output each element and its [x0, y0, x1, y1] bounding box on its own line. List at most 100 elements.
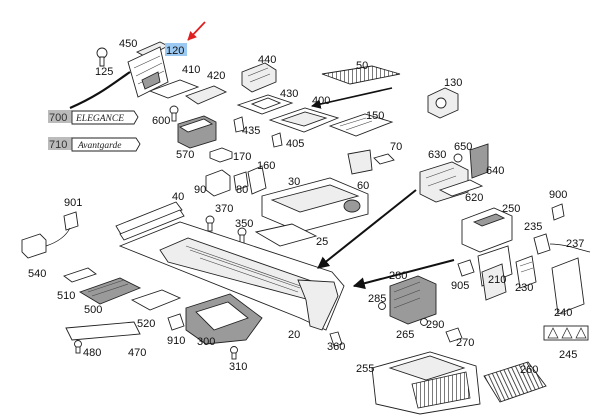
part-520-mat	[130, 289, 182, 311]
part-label-620: 620	[465, 192, 483, 204]
part-40-rail	[115, 201, 185, 241]
part-901-connector	[63, 211, 79, 231]
part-420-panel	[185, 85, 228, 105]
part-label-640: 640	[486, 165, 504, 177]
part-290-screw	[420, 318, 428, 326]
wire-lead	[69, 71, 131, 110]
part-80-unit	[233, 171, 249, 191]
part-label-90: 90	[194, 184, 206, 196]
part-label-520: 520	[137, 318, 155, 330]
part-label-80: 80	[236, 184, 248, 196]
part-650-plug	[453, 153, 463, 163]
part-label-400: 400	[312, 95, 330, 107]
part-900-connector	[551, 203, 565, 221]
part-260-grill	[483, 361, 547, 403]
part-label-370: 370	[215, 203, 233, 215]
part-400-tray-frame	[268, 107, 340, 133]
part-250-vent-unit	[461, 207, 513, 253]
part-360-clip	[329, 331, 343, 347]
part-label-350: 350	[235, 218, 253, 230]
badge-700-code: 700	[49, 112, 67, 124]
part-125-screw	[96, 47, 108, 67]
part-label-125: 125	[95, 66, 113, 78]
part-label-237: 237	[566, 238, 584, 250]
part-235-switch	[533, 233, 591, 255]
part-label-630: 630	[428, 149, 446, 161]
part-label-470: 470	[128, 347, 146, 359]
badge-710-code: 710	[49, 139, 67, 151]
part-30-center-tray	[261, 177, 369, 233]
assembly-arrow-lower	[352, 259, 455, 290]
part-630-module	[419, 161, 469, 203]
part-label-280: 280	[389, 270, 407, 282]
part-label-440: 440	[258, 54, 276, 66]
part-label-30: 30	[288, 176, 300, 188]
part-570-holder	[177, 115, 217, 149]
part-170-cover	[209, 147, 233, 163]
part-label-500: 500	[84, 304, 102, 316]
part-label-120: 120	[166, 45, 184, 57]
badge-710-avantgarde: 710 Avantgarde	[48, 137, 141, 152]
part-label-265: 265	[396, 329, 414, 341]
badge-700-label: ELEGANCE	[75, 114, 124, 124]
part-label-210: 210	[488, 274, 506, 286]
part-160-bracket	[247, 165, 267, 195]
part-310-bolt	[230, 346, 238, 360]
part-640-bracket	[469, 143, 489, 179]
part-600-plug	[169, 105, 179, 122]
part-410-panel	[148, 79, 200, 99]
part-label-270: 270	[456, 337, 474, 349]
part-620-plate	[438, 179, 484, 197]
part-label-600: 600	[152, 115, 170, 127]
part-255-rear-console	[371, 351, 481, 415]
part-405-clip	[271, 132, 283, 148]
assembly-arrow-right	[317, 189, 417, 269]
part-245-label	[543, 325, 589, 341]
part-label-900: 900	[549, 189, 567, 201]
part-label-905: 905	[451, 280, 469, 292]
part-50-grill-panel	[321, 65, 401, 85]
part-20-console-body	[118, 221, 345, 331]
part-label-150: 150	[366, 110, 384, 122]
part-450-cover	[127, 41, 170, 98]
assembly-arrow-top	[311, 87, 393, 109]
part-label-160: 160	[257, 160, 275, 172]
part-label-240: 240	[554, 307, 572, 319]
highlight-box-120	[165, 43, 187, 56]
part-350-bolt	[237, 227, 247, 245]
part-label-650: 650	[454, 141, 472, 153]
part-label-540: 540	[28, 268, 46, 280]
part-285-screw	[378, 302, 386, 310]
part-470-strip	[65, 321, 141, 341]
part-370-screw	[205, 215, 215, 232]
part-label-910: 910	[167, 335, 185, 347]
part-label-250: 250	[502, 203, 520, 215]
part-label-410: 410	[182, 64, 200, 76]
part-label-420: 420	[207, 70, 225, 82]
part-label-230: 230	[515, 282, 533, 294]
part-label-25: 25	[316, 236, 328, 248]
part-270-insert	[445, 327, 463, 343]
part-label-430: 430	[280, 88, 298, 100]
part-435-clip	[233, 116, 245, 133]
part-label-255: 255	[356, 363, 374, 375]
part-510-cover	[63, 267, 97, 283]
part-label-405: 405	[286, 138, 304, 150]
part-label-570: 570	[176, 149, 194, 161]
part-label-245: 245	[559, 349, 577, 361]
part-300-mechanism	[185, 293, 263, 345]
part-440-bracket	[241, 62, 277, 93]
badge-700-elegance: 700 ELEGANCE	[48, 110, 139, 125]
part-70-cup	[373, 153, 395, 165]
part-label-901: 901	[64, 197, 82, 209]
part-label-60: 60	[357, 180, 369, 192]
part-label-130: 130	[444, 77, 462, 89]
part-label-360: 360	[327, 341, 345, 353]
part-label-170: 170	[233, 151, 251, 163]
part-150-trim	[328, 113, 394, 137]
part-label-50: 50	[356, 60, 368, 72]
part-label-510: 510	[57, 290, 75, 302]
red-pointer-arrow	[187, 21, 206, 41]
